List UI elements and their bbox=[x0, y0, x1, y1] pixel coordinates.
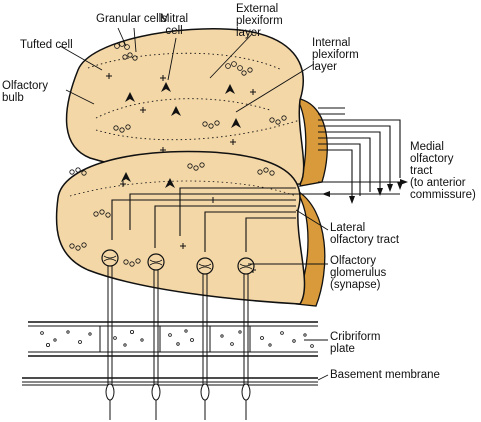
label-mitral-cell: Mitral cell bbox=[160, 13, 189, 37]
label-olfactory-bulb: Olfactory bulb bbox=[2, 80, 49, 104]
label-granular-cells: Granular cells bbox=[96, 13, 167, 25]
label-tufted-cell: Tufted cell bbox=[20, 39, 73, 51]
leader-lines bbox=[59, 27, 329, 381]
olfactory-tract-fibers bbox=[296, 107, 401, 198]
mitral-cells bbox=[121, 82, 241, 188]
label-internal-plexiform-layer: Internal plexiform layer bbox=[312, 37, 359, 73]
mitral-cell-axons bbox=[111, 187, 296, 252]
cribriform-plate bbox=[22, 321, 318, 386]
tract-arrowheads bbox=[322, 179, 408, 204]
label-basement-membrane: Basement membrane bbox=[330, 369, 440, 381]
receptor-fibers bbox=[105, 266, 251, 420]
label-external-plexiform-layer: External plexiform layer bbox=[236, 3, 283, 39]
label-lateral-olfactory-tract: Lateral olfactory tract bbox=[330, 222, 400, 246]
granular-cell-clusters bbox=[69, 41, 287, 267]
label-olfactory-glomerulus: Olfactory glomerulus (synapse) bbox=[330, 255, 387, 291]
label-cribriform-plate: Cribriform plate bbox=[330, 331, 381, 355]
glomeruli bbox=[101, 249, 255, 275]
lower-bulb bbox=[55, 150, 326, 307]
label-medial-olfactory-tract: Medial olfactory tract (to anterior comm… bbox=[410, 141, 476, 201]
